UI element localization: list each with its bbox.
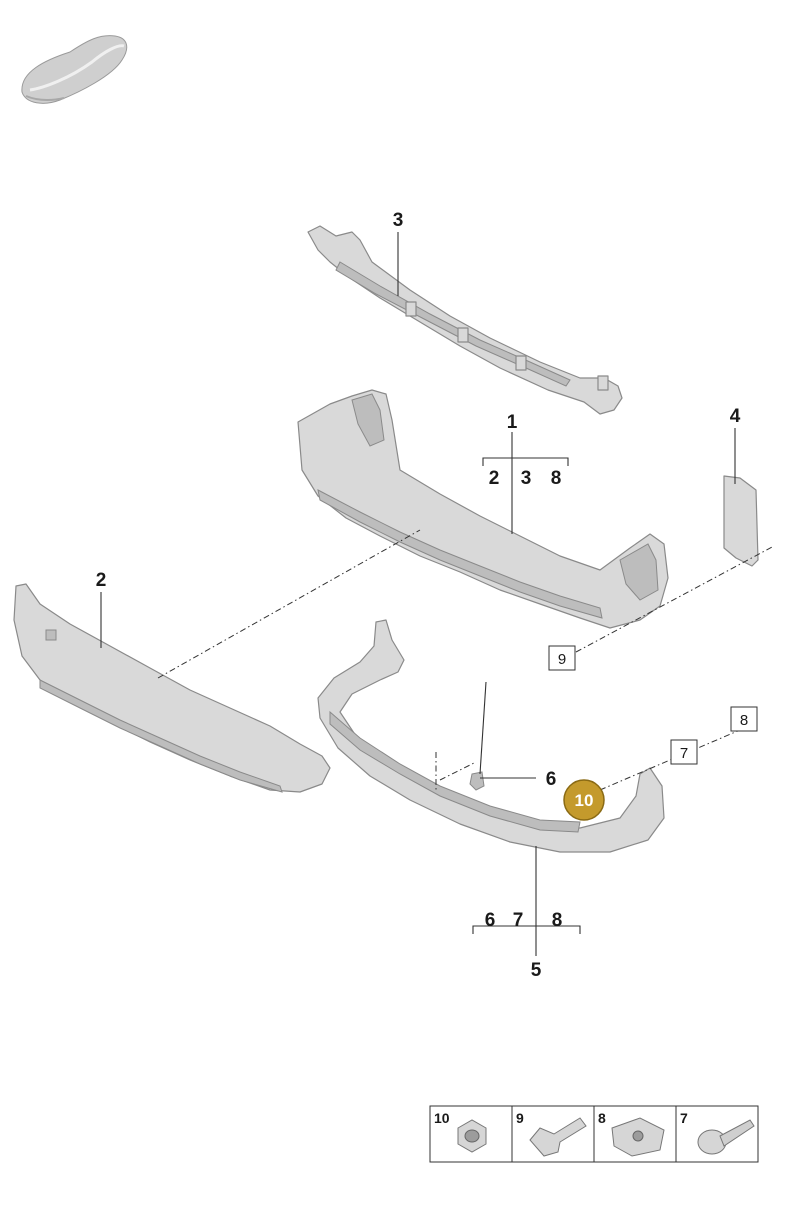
legend-num-10: 10 — [434, 1110, 450, 1126]
energy-absorber — [13, 583, 331, 793]
callout-2: 2 — [96, 570, 107, 591]
svg-text:10: 10 — [575, 791, 594, 810]
svg-text:9: 9 — [558, 651, 566, 668]
callout-3: 3 — [393, 210, 404, 231]
callout-1-sub-c: 8 — [551, 468, 562, 489]
highlight-callout-10[interactable]: 10 — [563, 779, 605, 821]
bumper-beam — [297, 389, 669, 629]
callout-5-sub-b: 7 — [513, 910, 524, 931]
bolt-icon — [529, 1117, 587, 1157]
legend-num-8: 8 — [598, 1110, 606, 1126]
callout-5: 5 — [531, 960, 542, 981]
flange-nut-icon — [457, 1119, 487, 1153]
callout-5-sub-a: 6 — [485, 910, 496, 931]
svg-text:7: 7 — [680, 745, 688, 762]
lower-support — [317, 619, 665, 853]
clip-nut-icon — [611, 1117, 665, 1157]
boxed-callout-9: 9 — [548, 645, 576, 671]
upper-carrier-rail — [307, 225, 623, 415]
assembly-lines — [157, 529, 775, 791]
callout-6: 6 — [546, 769, 557, 790]
boxed-callout-7: 7 — [670, 739, 698, 765]
leader-lines — [100, 232, 736, 956]
callout-4: 4 — [730, 406, 741, 427]
svg-text:8: 8 — [740, 712, 748, 729]
callout-5-sub-c: 8 — [552, 910, 563, 931]
legend-num-7: 7 — [680, 1110, 688, 1126]
boxed-callout-8: 8 — [730, 706, 758, 732]
car-thumbnail-icon — [21, 35, 128, 104]
mounting-plate — [723, 475, 759, 567]
fastener-legend: 10 9 8 7 — [429, 1105, 759, 1163]
tapping-screw-icon — [697, 1119, 755, 1155]
clip-part — [469, 771, 485, 791]
callout-1-sub-b: 3 — [521, 468, 532, 489]
callout-1-sub-a: 2 — [489, 468, 500, 489]
legend-num-9: 9 — [516, 1110, 524, 1126]
callout-1: 1 — [507, 412, 518, 433]
